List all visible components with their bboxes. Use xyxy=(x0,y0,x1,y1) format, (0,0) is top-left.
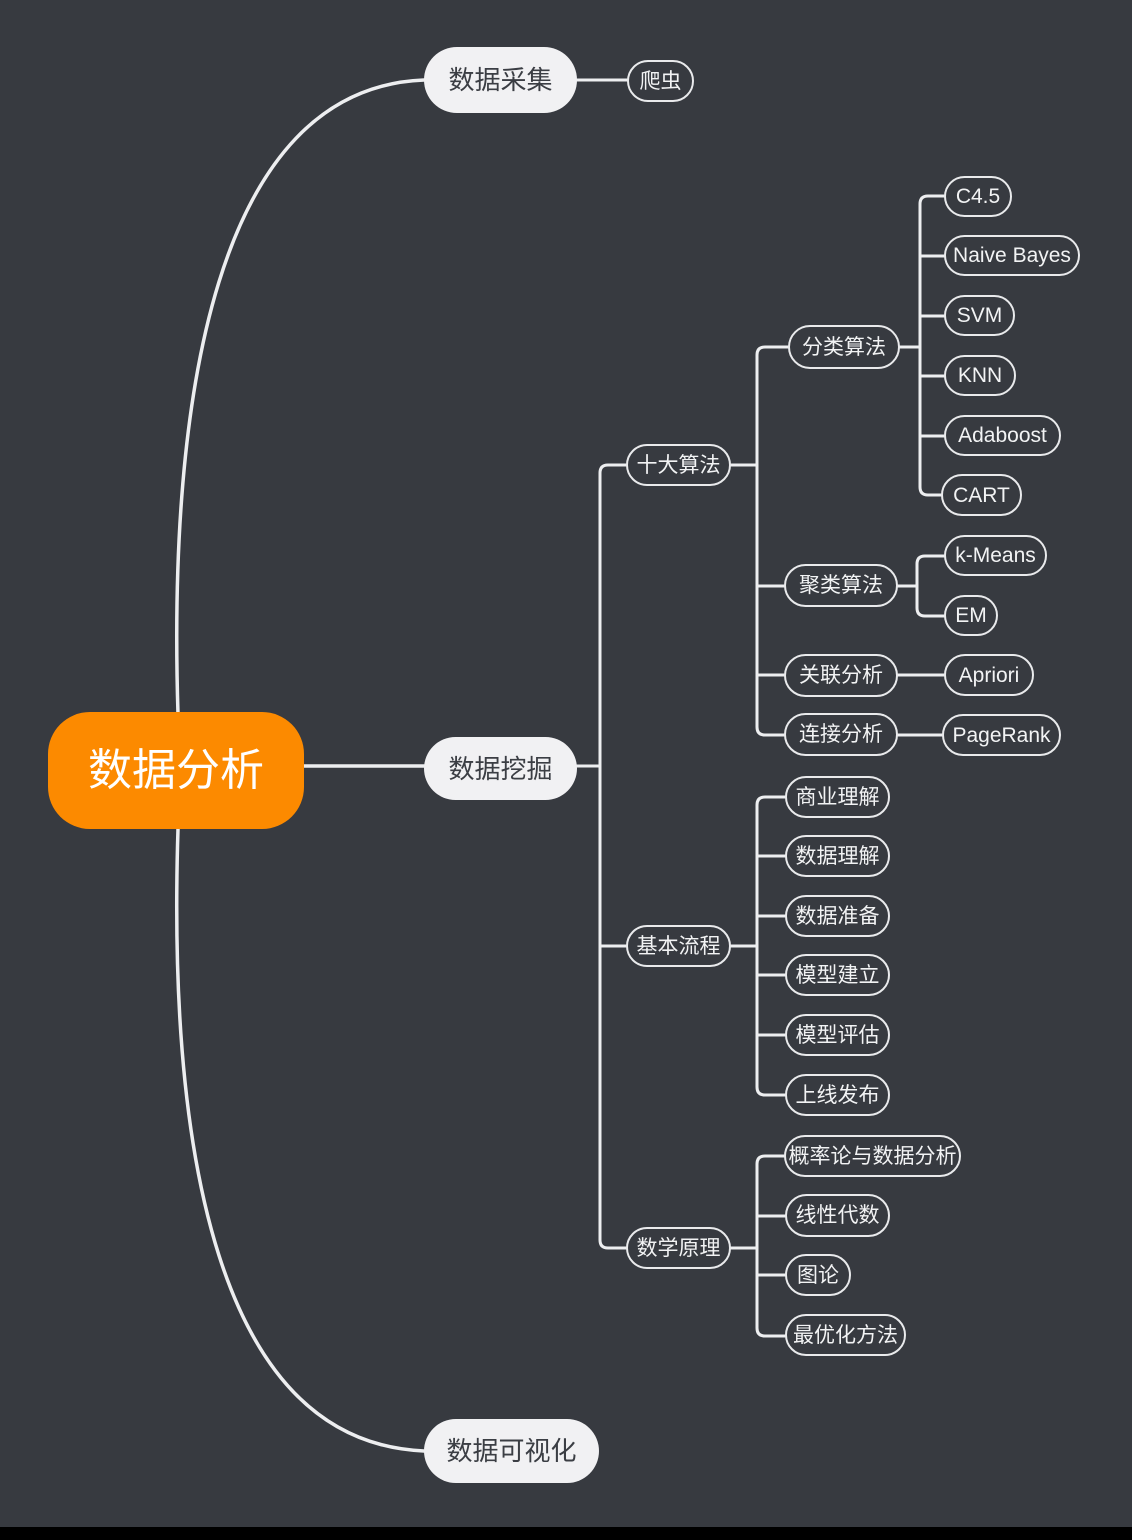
node-math-principles[interactable]: 数学原理 xyxy=(626,1227,731,1269)
node-classification[interactable]: 分类算法 xyxy=(788,325,900,369)
node-svm[interactable]: SVM xyxy=(944,295,1015,336)
edge-root-to-data-collection xyxy=(175,78,426,716)
node-naive-bayes[interactable]: Naive Bayes xyxy=(944,235,1080,276)
node-cart[interactable]: CART xyxy=(941,474,1022,516)
node-apriori[interactable]: Apriori xyxy=(944,654,1034,696)
bottom-black-strip xyxy=(0,1527,1132,1540)
node-data-visualization[interactable]: 数据可视化 xyxy=(424,1419,599,1483)
node-top-ten-algorithms[interactable]: 十大算法 xyxy=(626,444,731,486)
node-association[interactable]: 关联分析 xyxy=(784,654,898,697)
node-root[interactable]: 数据分析 xyxy=(48,712,304,829)
node-crawler[interactable]: 爬虫 xyxy=(627,60,694,102)
node-adaboost[interactable]: Adaboost xyxy=(944,415,1061,456)
node-clustering[interactable]: 聚类算法 xyxy=(784,564,898,607)
node-em[interactable]: EM xyxy=(944,595,998,636)
node-linear-algebra[interactable]: 线性代数 xyxy=(785,1194,890,1237)
node-graph-theory[interactable]: 图论 xyxy=(785,1254,851,1296)
node-knn[interactable]: KNN xyxy=(944,355,1016,396)
edge-bracket-basic-process xyxy=(755,795,787,1097)
node-launch-release[interactable]: 上线发布 xyxy=(785,1074,890,1116)
node-link-analysis[interactable]: 连接分析 xyxy=(784,713,898,756)
node-data-preparation[interactable]: 数据准备 xyxy=(785,895,890,937)
node-data-collection[interactable]: 数据采集 xyxy=(424,47,577,113)
edge-bracket-clustering xyxy=(915,554,946,618)
edge-bracket-data-mining xyxy=(598,463,628,1250)
edge-bracket-classification xyxy=(918,194,946,497)
node-k-means[interactable]: k-Means xyxy=(944,535,1047,576)
node-model-evaluation[interactable]: 模型评估 xyxy=(785,1014,890,1056)
node-c45[interactable]: C4.5 xyxy=(944,176,1012,217)
node-model-building[interactable]: 模型建立 xyxy=(785,954,890,996)
node-data-mining[interactable]: 数据挖掘 xyxy=(424,737,577,800)
node-probability-and-data-analysis[interactable]: 概率论与数据分析 xyxy=(784,1135,961,1177)
node-pagerank[interactable]: PageRank xyxy=(942,714,1061,756)
node-optimization[interactable]: 最优化方法 xyxy=(785,1314,906,1356)
edge-bracket-top-ten xyxy=(755,345,790,737)
node-basic-process[interactable]: 基本流程 xyxy=(626,925,731,967)
node-data-understanding[interactable]: 数据理解 xyxy=(785,835,890,877)
edge-bracket-math-principles xyxy=(755,1154,787,1338)
node-business-understanding[interactable]: 商业理解 xyxy=(785,776,890,818)
edge-root-to-data-visualization xyxy=(175,827,426,1453)
